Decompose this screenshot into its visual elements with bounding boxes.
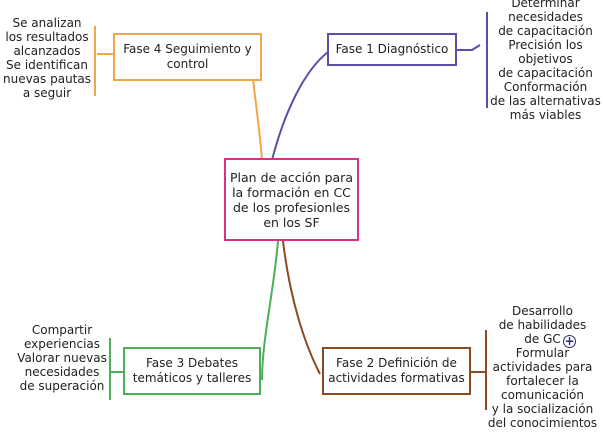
connector-fase3 xyxy=(261,240,279,381)
fase1-notes: Determinar necesidades de capacitación P… xyxy=(490,0,601,122)
fase3-notes: Compartir experiencias Valorar nuevas ne… xyxy=(17,323,107,393)
connector-fase2 xyxy=(282,240,321,375)
fase1-node[interactable]: Fase 1 Diagnóstico xyxy=(327,33,457,66)
fase2-node[interactable]: Fase 2 Definición de actividades formati… xyxy=(322,347,471,395)
center-node[interactable]: Plan de acción para la formación en CC d… xyxy=(224,158,359,241)
connector-fase1-notes xyxy=(457,44,481,51)
fase2-notes: Desarrollo de habilidades de GC Formular… xyxy=(487,304,598,430)
fase4-node[interactable]: Fase 4 Seguimiento y control xyxy=(113,33,262,81)
fase4-notes: Se analizan los resultados alcanzados Se… xyxy=(2,16,91,100)
fase3-node[interactable]: Fase 3 Debates temáticos y talleres xyxy=(123,347,261,395)
connector-fase1 xyxy=(271,51,329,161)
plus-circle-icon[interactable]: + xyxy=(563,334,576,348)
